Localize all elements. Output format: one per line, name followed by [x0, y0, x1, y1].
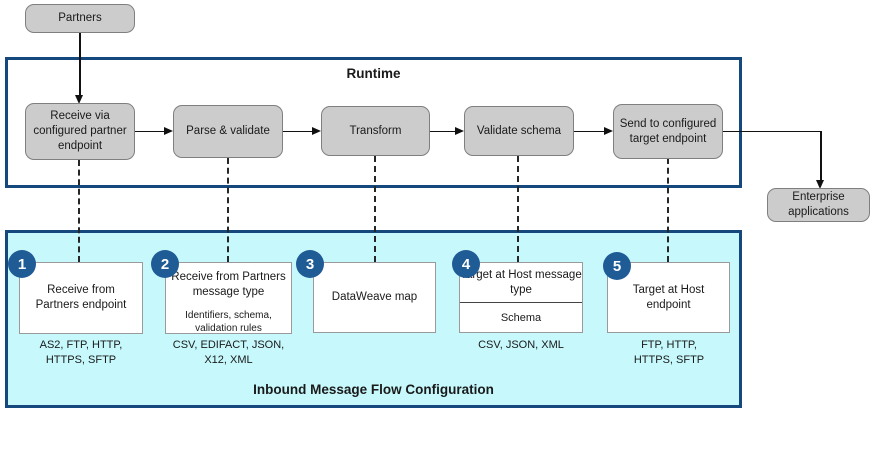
number-badge-5-text: 5 — [612, 257, 622, 275]
number-badge-4-text: 4 — [461, 255, 471, 273]
enterprise-arrowhead-icon — [816, 180, 824, 189]
config-item-1-protocols: AS2, FTP, HTTP, HTTPS, SFTP — [39, 339, 123, 366]
enterprise-arrow-hline — [723, 130, 821, 132]
flow-arrowhead-icon-4 — [604, 127, 613, 135]
config-item-receive-endpoint: Receive from Partners endpoint — [19, 262, 143, 334]
number-badge-1: 1 — [8, 250, 36, 278]
config-item-4-section: Schema — [500, 311, 542, 324]
config-item-dataweave-map: DataWeave map — [313, 262, 436, 333]
runtime-step-transform-label: Transform — [349, 124, 402, 137]
dashed-connector-3 — [374, 156, 376, 262]
config-item-5-protocols: FTP, HTTP, HTTPS, SFTP — [633, 339, 705, 366]
config-item-2-details: Identifiers, schema, validation rules — [185, 309, 272, 334]
enterprise-label: Enterprise applications — [788, 191, 849, 218]
dashed-connector-2 — [227, 158, 229, 262]
number-badge-3-text: 3 — [305, 255, 315, 273]
flow-arrowhead-icon-2 — [312, 127, 321, 135]
number-badge-1-text: 1 — [17, 255, 27, 273]
runtime-step-receive-label: Receive via configured partner endpoint — [33, 110, 127, 152]
config-item-3-label: DataWeave map — [331, 291, 418, 304]
flow-arrow-line-3 — [430, 130, 455, 132]
config-item-5-label: Target at Host endpoint — [632, 283, 705, 311]
config-item-target-message-type: Target at Host message type Schema — [459, 262, 583, 333]
runtime-step-send: Send to configured target endpoint — [613, 104, 723, 159]
partners-node: Partners — [25, 4, 135, 33]
runtime-step-receive: Receive via configured partner endpoint — [25, 103, 135, 160]
runtime-title: Runtime — [346, 66, 401, 81]
number-badge-4: 4 — [452, 250, 480, 278]
flow-arrowhead-icon-3 — [455, 127, 464, 135]
number-badge-5: 5 — [603, 252, 631, 280]
config-item-receive-message-type: Receive from Partners message type Ident… — [165, 262, 292, 334]
enterprise-arrow-vline — [820, 130, 822, 181]
flow-arrowhead-icon-1 — [164, 127, 173, 135]
config-title: Inbound Message Flow Configuration — [253, 382, 494, 397]
number-badge-2: 2 — [151, 250, 179, 278]
partners-arrow-line — [79, 33, 81, 95]
flow-arrow-line-2 — [283, 130, 312, 132]
config-item-4-protocols: CSV, JSON, XML — [478, 339, 564, 351]
runtime-step-transform: Transform — [321, 106, 430, 156]
runtime-step-validate-label: Validate schema — [476, 124, 562, 137]
partners-label: Partners — [58, 12, 102, 25]
config-item-2-label: Receive from Partners message type — [171, 271, 286, 298]
flow-arrow-line-4 — [574, 130, 604, 132]
config-item-2-protocols: CSV, EDIFACT, JSON, X12, XML — [172, 339, 285, 366]
runtime-step-parse: Parse & validate — [173, 105, 283, 158]
config-item-1-label: Receive from Partners endpoint — [35, 284, 127, 311]
number-badge-3: 3 — [296, 250, 324, 278]
enterprise-node: Enterprise applications — [767, 188, 870, 222]
runtime-step-parse-label: Parse & validate — [186, 125, 270, 138]
dashed-connector-5 — [667, 158, 669, 262]
number-badge-2-text: 2 — [160, 255, 170, 273]
dashed-connector-4 — [517, 156, 519, 262]
partners-arrowhead-icon — [75, 95, 83, 104]
runtime-frame: Runtime — [5, 57, 742, 188]
runtime-step-send-label: Send to configured target endpoint — [619, 117, 717, 145]
dashed-connector-1 — [78, 160, 80, 262]
flow-arrow-line-1 — [135, 130, 164, 132]
config-item-4-label: Target at Host message type — [460, 263, 582, 303]
runtime-step-validate: Validate schema — [464, 106, 574, 156]
